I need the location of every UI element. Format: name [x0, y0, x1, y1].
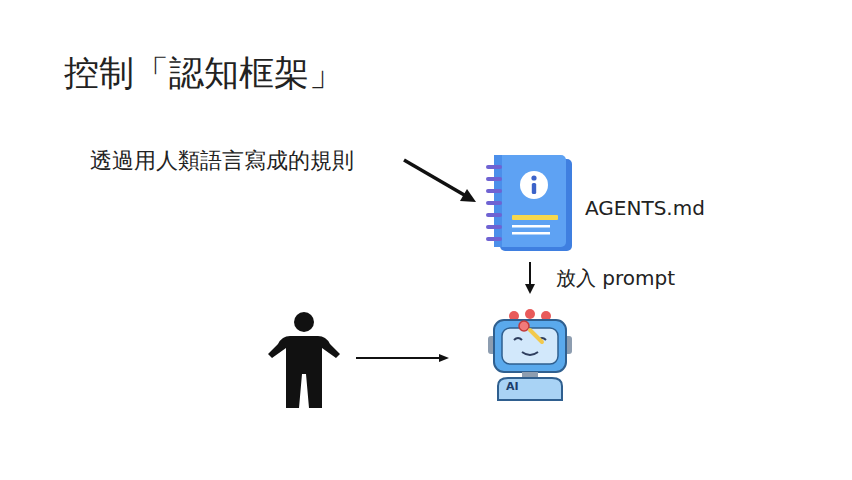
- robot-badge: AI: [506, 380, 519, 393]
- rule-note: 透過用人類語言寫成的規則: [90, 146, 354, 176]
- slide-title: 控制「認知框架」: [64, 50, 344, 97]
- robot-icon: [488, 309, 572, 400]
- person-icon: [268, 312, 340, 408]
- pointer-arrow: [404, 160, 476, 202]
- edge-label: 放入 prompt: [554, 265, 677, 292]
- notebook-node: AGENTS.md: [486, 155, 574, 252]
- notebook-icon: [488, 155, 572, 251]
- robot-node: AI: [486, 308, 574, 400]
- flow-arrow: [525, 262, 535, 294]
- input-arrow: [356, 354, 449, 362]
- file-name: AGENTS.md: [585, 196, 705, 220]
